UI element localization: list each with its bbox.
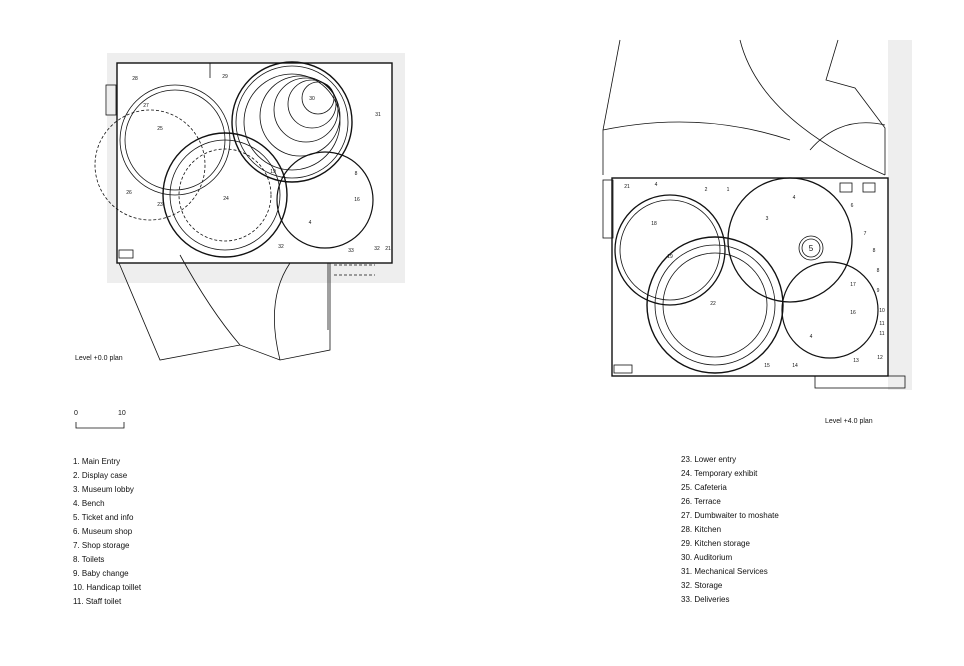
legend-item: 7. Shop storage [73, 541, 130, 550]
room-label: 16 [354, 197, 360, 203]
scale-bar [75, 422, 125, 429]
room-label: 8 [877, 268, 880, 274]
legend-item: 9. Baby change [73, 569, 129, 578]
room-label: 11 [879, 321, 884, 327]
legend-item: 23. Lower entry [681, 455, 737, 464]
legend-item: 25. Cafeteria [681, 483, 727, 492]
legend-item: 4. Bench [73, 499, 105, 508]
room-label: 30 [309, 96, 315, 102]
room-label: 33 [348, 248, 354, 254]
room-label: 23 [157, 202, 163, 208]
room-labels-level-4: 21 4 2 1 4 6 18 3 7 5 8 19 8 9 17 22 16 … [624, 182, 885, 369]
legend-item: 32. Storage [681, 581, 723, 590]
room-label: 10 [879, 308, 885, 314]
plan-caption-level-0: Level +0.0 plan [75, 355, 123, 362]
room-label: 19 [270, 169, 276, 175]
room-label: 5 [809, 244, 814, 253]
plan-level-0 [94, 53, 405, 361]
legend-item: 5. Ticket and info [73, 513, 134, 522]
room-label: 22 [710, 301, 716, 307]
room-label: 24 [223, 196, 229, 202]
legend-item: 28. Kitchen [681, 525, 722, 534]
room-label: 4 [810, 334, 813, 340]
room-label: 26 [126, 190, 132, 196]
legend-item: 3. Museum lobby [73, 485, 134, 494]
legend-item: 27. Dumbwaiter to moshate [681, 511, 779, 520]
room-label: 1 [727, 187, 730, 193]
room-label: 31 [375, 112, 381, 118]
room-label: 28 [132, 76, 138, 82]
room-label: 21 [624, 184, 630, 190]
room-label: 13 [853, 358, 859, 364]
room-label: 32 [278, 244, 284, 250]
room-label: 4 [793, 195, 796, 201]
room-label: 2 [705, 187, 708, 193]
room-label: 19 [667, 254, 673, 260]
legend-right: 23. Lower entry 24. Temporary exhibit 25… [681, 453, 779, 607]
room-label: 8 [873, 248, 876, 254]
legend-item: 26. Terrace [681, 497, 721, 506]
room-label: 7 [864, 231, 867, 237]
legend-item: 24. Temporary exhibit [681, 469, 758, 478]
legend-item: 2. Display case [73, 471, 128, 480]
room-label: 14 [792, 363, 798, 369]
room-label: 21 [385, 246, 391, 252]
plan-level-4 [602, 39, 912, 390]
room-label: 17 [850, 282, 856, 288]
room-label: 32 [374, 246, 380, 252]
room-label: 11 [879, 331, 884, 337]
legend-item: 11. Staff toilet [73, 597, 122, 606]
legend-item: 29. Kitchen storage [681, 539, 750, 548]
room-label: 15 [764, 363, 770, 369]
legend-item: 6. Museum shop [73, 527, 133, 536]
legend-item: 8. Toilets [73, 555, 105, 564]
room-label: 3 [766, 216, 769, 222]
scale-start-label: 0 [74, 410, 78, 417]
room-label: 16 [850, 310, 856, 316]
room-label: 18 [651, 221, 657, 227]
room-label: 12 [877, 355, 883, 361]
legend-item: 1. Main Entry [73, 457, 121, 466]
legend-left: 1. Main Entry 2. Display case 3. Museum … [73, 455, 141, 609]
room-label: 25 [157, 126, 163, 132]
room-label: 27 [143, 103, 149, 109]
plan-caption-level-4: Level +4.0 plan [825, 418, 873, 425]
scale-end-label: 10 [118, 410, 126, 417]
legend-item: 30. Auditorium [681, 553, 733, 562]
room-label: 4 [655, 182, 658, 188]
legend-item: 33. Deliveries [681, 595, 730, 604]
room-label: 8 [355, 171, 358, 177]
room-label: 6 [851, 203, 854, 209]
legend-item: 10. Handicap toillet [73, 583, 142, 592]
room-label: 29 [222, 74, 228, 80]
room-label: 9 [877, 288, 880, 294]
legend-item: 31. Mechanical Services [681, 567, 768, 576]
room-label: 4 [309, 220, 312, 226]
room-labels-level-0: 28 29 27 25 30 31 26 23 24 19 8 16 4 32 … [126, 74, 391, 254]
